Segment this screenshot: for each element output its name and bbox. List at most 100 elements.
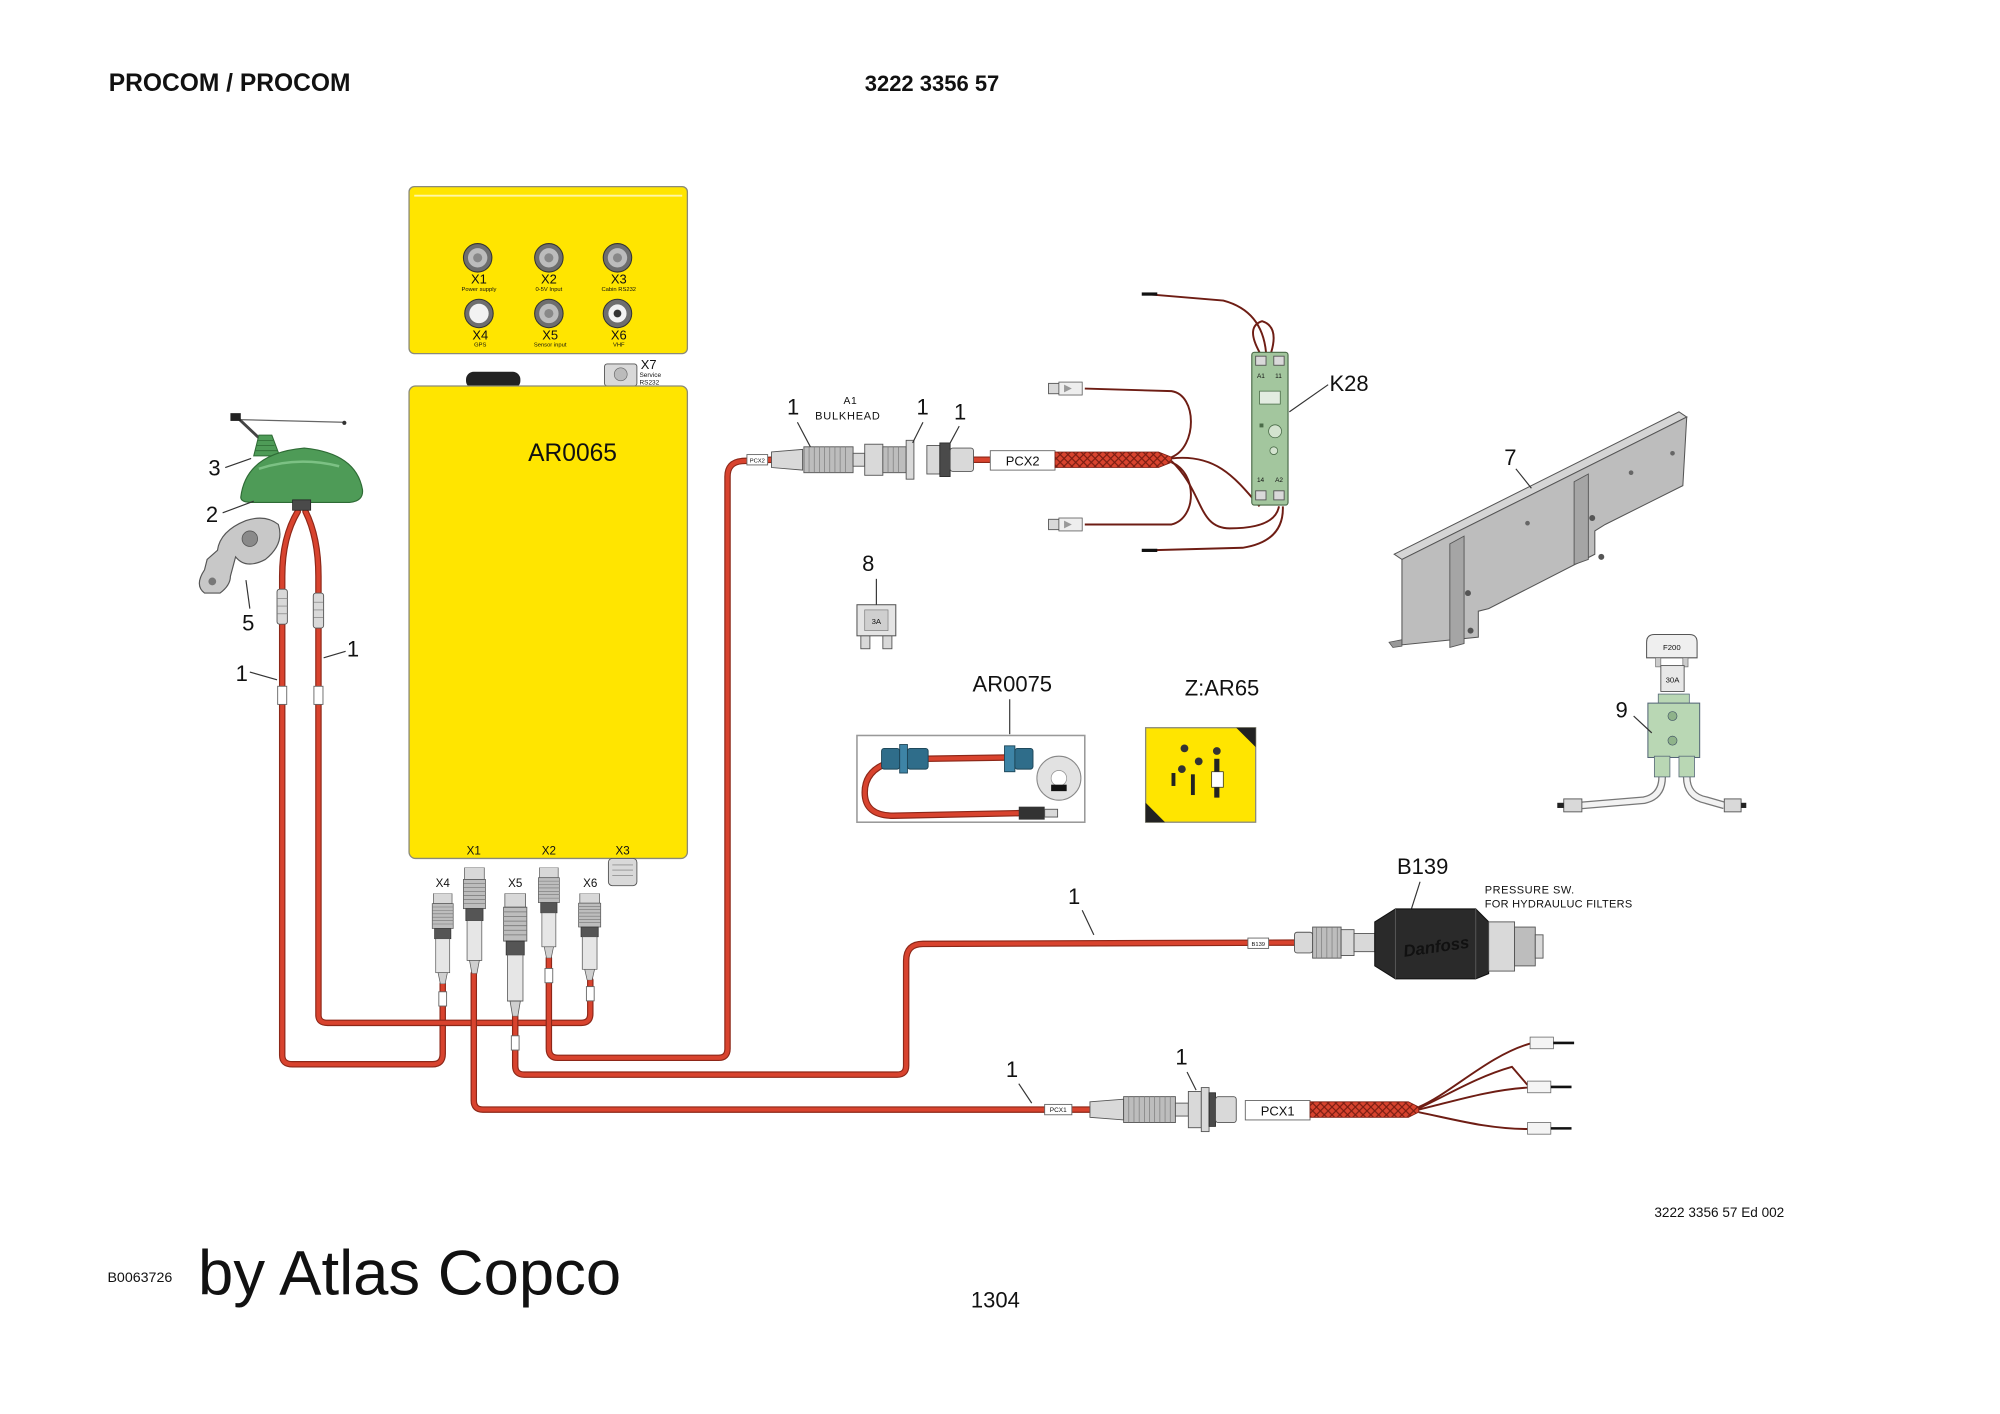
pcx2-bulkhead-nut bbox=[926, 445, 941, 475]
svg-text:B139: B139 bbox=[1251, 942, 1265, 948]
svg-text:X5: X5 bbox=[542, 327, 558, 342]
fuse-30a-rating: 30A bbox=[1666, 675, 1681, 684]
service-kit bbox=[856, 734, 1086, 823]
svg-text:X6: X6 bbox=[611, 327, 627, 342]
callout-bracket: 5 bbox=[242, 611, 254, 636]
svg-text:X7: X7 bbox=[641, 357, 657, 372]
svg-text:PCX2: PCX2 bbox=[750, 458, 765, 464]
db9-connector-left bbox=[881, 744, 929, 774]
fuse-3a: 3A bbox=[856, 604, 897, 650]
callout-pcx2-nut: 1 bbox=[954, 400, 966, 425]
wire-terminal-3 bbox=[1527, 1122, 1572, 1135]
control-unit-housing bbox=[408, 385, 689, 860]
cable-marker-x6 bbox=[585, 986, 595, 1002]
callout-pcx1-bulkhead: 1 bbox=[1175, 1044, 1187, 1069]
svg-text:GPS: GPS bbox=[474, 342, 486, 348]
pcx1-braided-sleeve bbox=[1309, 1101, 1420, 1118]
cable-marker-b139: B139 bbox=[1247, 937, 1270, 949]
fuse-holder-cap-label: F200 bbox=[1663, 643, 1681, 652]
port-label-x1: X1 bbox=[467, 845, 481, 858]
part-number: 3222 3356 57 bbox=[865, 71, 1000, 96]
plug-x2 bbox=[538, 867, 560, 959]
panel-connector-x1: X1 Power supply bbox=[462, 243, 497, 293]
service-port-x7: X7 Service RS232 bbox=[604, 357, 661, 387]
svg-text:X3: X3 bbox=[611, 272, 627, 287]
callout-kit: AR0075 bbox=[973, 671, 1053, 696]
antenna-whip bbox=[237, 417, 263, 442]
fuse-holder: F200 30A bbox=[1557, 633, 1747, 813]
bulkhead-label: BULKHEAD bbox=[815, 411, 881, 423]
pcx1-bulkhead-body bbox=[1187, 1091, 1202, 1129]
cable-harness bbox=[278, 456, 1301, 1113]
plug-x1 bbox=[462, 867, 486, 974]
cable-marker-pcx2: PCX2 bbox=[746, 454, 769, 466]
callout-antenna-whip: 3 bbox=[208, 455, 220, 480]
port-x3-connector bbox=[607, 858, 638, 887]
panel-connector-x6: X6 VHF bbox=[602, 298, 633, 348]
cable-marker-x4 bbox=[438, 991, 448, 1007]
svg-text:Cabin RS232: Cabin RS232 bbox=[601, 287, 636, 293]
plug-x5 bbox=[503, 893, 528, 1017]
page-title: PROCOM / PROCOM bbox=[109, 70, 351, 97]
cable-marker-vhf bbox=[313, 685, 324, 705]
antenna-rod bbox=[238, 418, 344, 423]
callout-pcx2-plug: 1 bbox=[787, 394, 799, 419]
pressure-switch-body bbox=[1374, 908, 1490, 980]
fuse-30a bbox=[1660, 665, 1685, 692]
callout-b139-cable: 1 bbox=[1068, 884, 1080, 909]
svg-text:X4: X4 bbox=[472, 327, 488, 342]
svg-text:0-5V Input: 0-5V Input bbox=[535, 287, 562, 293]
callout-vhf-cable: 1 bbox=[347, 637, 359, 662]
fuse-holder-cap bbox=[1646, 633, 1698, 659]
pcx2-plug-nut bbox=[803, 446, 854, 474]
pcx2-braided-sleeve bbox=[1054, 451, 1172, 468]
svg-text:Service: Service bbox=[639, 372, 661, 379]
pcx2-label: PCX2 bbox=[1006, 454, 1040, 469]
pcx2-connector-assembly bbox=[771, 439, 974, 480]
svg-text:X1: X1 bbox=[471, 272, 487, 287]
callout-pressure-switch: B139 bbox=[1397, 854, 1448, 879]
svg-text:VHF: VHF bbox=[613, 342, 625, 348]
relay-k28: A1 11 14 A2 bbox=[1251, 351, 1289, 506]
image-code: B0063726 bbox=[107, 1270, 172, 1286]
svg-text:14: 14 bbox=[1257, 477, 1265, 484]
callout-fuse: 8 bbox=[862, 551, 874, 576]
pressure-switch: Danfoss bbox=[1294, 908, 1544, 980]
pressure-switch-plug bbox=[1294, 931, 1314, 954]
control-unit: AR0065 X1 X2 X3 bbox=[408, 385, 689, 887]
panel-connector-x3: X3 Cabin RS232 bbox=[601, 243, 636, 293]
svg-text:RS232: RS232 bbox=[639, 380, 659, 387]
cable-port-label-x4: X4 bbox=[436, 877, 451, 890]
svg-text:PCX1: PCX1 bbox=[1050, 1107, 1067, 1114]
hardware-kit-card bbox=[1144, 727, 1257, 823]
callout-fuse-holder: 9 bbox=[1616, 697, 1628, 722]
fuse-rating: 3A bbox=[872, 617, 882, 626]
connector-panel: X1 Power supply X2 0-5V Input X3 Cabin R… bbox=[408, 185, 689, 355]
cable-marker-gps bbox=[277, 685, 288, 705]
callout-relay: K28 bbox=[1329, 371, 1368, 396]
panel-connector-x2: X2 0-5V Input bbox=[534, 243, 564, 293]
callout-pcx2-bulkhead: 1 bbox=[917, 394, 929, 419]
housing-handle bbox=[466, 371, 521, 389]
antenna-dome bbox=[240, 447, 364, 504]
bulkhead-label-a1: A1 bbox=[844, 396, 858, 407]
callout-kit-z: Z:AR65 bbox=[1185, 675, 1260, 700]
control-unit-label: AR0065 bbox=[528, 440, 617, 467]
flat-terminal-upper bbox=[1048, 381, 1083, 396]
panel-connector-x4: X4 GPS bbox=[464, 298, 494, 348]
antenna bbox=[230, 413, 364, 511]
svg-text:A1: A1 bbox=[1257, 373, 1265, 380]
pcx1-connector-assembly bbox=[1089, 1087, 1237, 1133]
wire-terminal-1 bbox=[1529, 1036, 1575, 1050]
svg-text:Power supply: Power supply bbox=[462, 287, 497, 293]
plug-x4 bbox=[431, 893, 454, 985]
relay-dial bbox=[1268, 424, 1282, 439]
callout-gps-cable: 1 bbox=[236, 661, 248, 686]
mounting-rail bbox=[1388, 411, 1688, 649]
svg-text:X2: X2 bbox=[541, 272, 557, 287]
panel-connector-x5: X5 Sensor input bbox=[534, 298, 567, 348]
port-label-x2: X2 bbox=[542, 845, 556, 858]
cable-marker-pcx1: PCX1 bbox=[1044, 1103, 1073, 1116]
callout-pcx1-cable: 1 bbox=[1006, 1057, 1018, 1082]
